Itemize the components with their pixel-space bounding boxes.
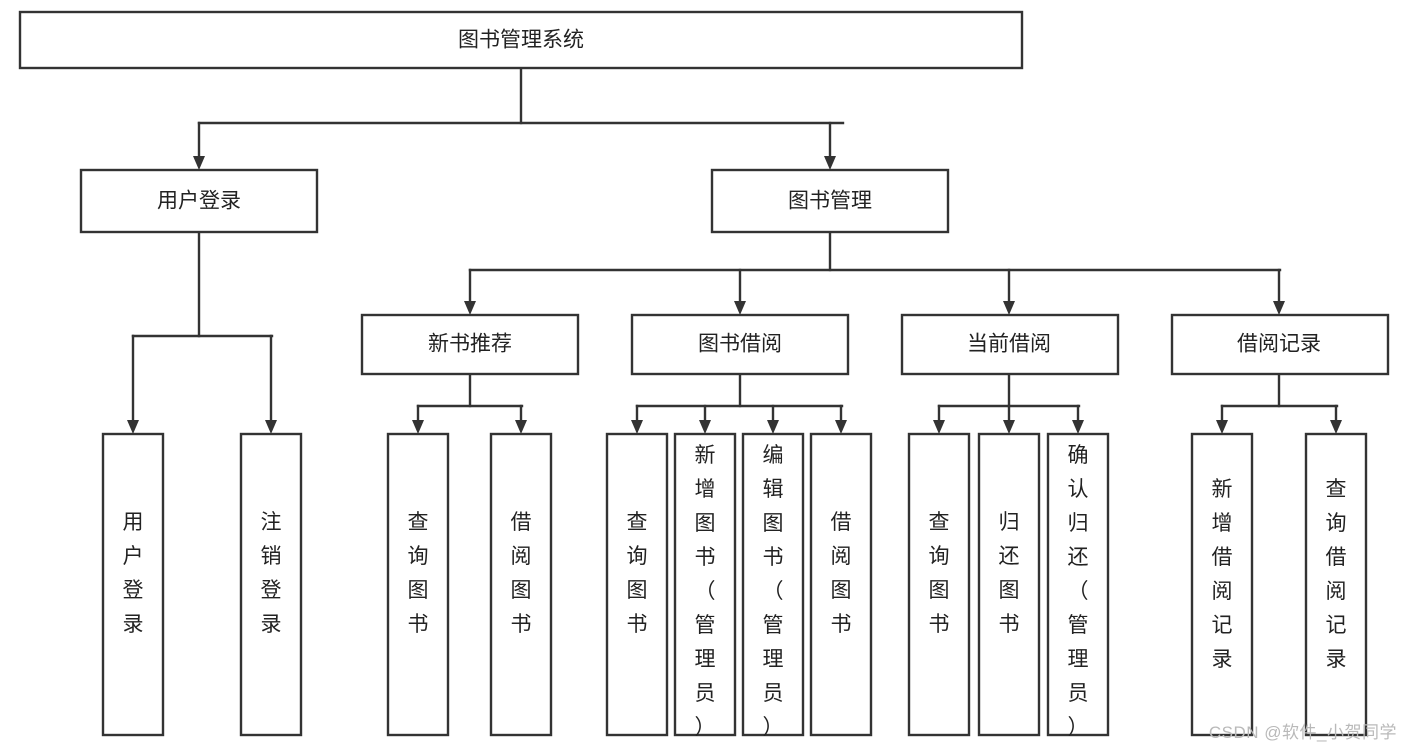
- node-book-manage-box[interactable]: [710, 168, 950, 234]
- leaf-label: 查询借阅记录: [1326, 478, 1347, 671]
- node-user-login-box[interactable]: [79, 168, 319, 234]
- leaf-label: 借阅图书: [511, 511, 532, 636]
- leaf-group-new-book-recommend: 查询图书 借阅图书: [386, 432, 553, 737]
- leaf-box[interactable]: [101, 432, 165, 737]
- arrow-book-borrow-leaf1: [631, 420, 643, 434]
- leaf-label: 借阅图书: [831, 511, 852, 636]
- arrow-current-borrow-leaf2: [1003, 420, 1015, 434]
- arrow-current-borrow-leaf3: [1072, 420, 1084, 434]
- leaf-box[interactable]: [1046, 432, 1110, 737]
- arrow-to-book-manage: [824, 156, 836, 170]
- node-book-manage-label: 图书管理: [788, 190, 872, 213]
- leaf-node[interactable]: 查询图书: [907, 432, 971, 737]
- node-root-label: 图书管理系统: [458, 29, 584, 52]
- node-new-book-recommend-label: 新书推荐: [428, 333, 512, 356]
- leaf-box[interactable]: [1190, 432, 1254, 737]
- leaf-node[interactable]: 编辑图书（管理员）: [741, 432, 805, 739]
- leaf-label: 查询图书: [627, 511, 648, 636]
- arrow-book-borrow-leaf3: [767, 420, 779, 434]
- leaf-label: 归还图书: [999, 511, 1020, 636]
- node-book-borrow-label: 图书借阅: [698, 333, 782, 356]
- leaf-node[interactable]: 查询图书: [386, 432, 450, 737]
- leaf-box[interactable]: [907, 432, 971, 737]
- leaf-box[interactable]: [673, 432, 737, 737]
- leaf-label: 注销登录: [261, 511, 282, 636]
- leaf-label: 用户登录: [123, 511, 144, 636]
- leaf-box[interactable]: [1304, 432, 1368, 737]
- leaf-group-borrow-record: 新增借阅记录 查询借阅记录: [1190, 432, 1368, 737]
- leaf-label: 新增借阅记录: [1212, 478, 1233, 671]
- leaf-label: 新增图书（管理员）: [695, 444, 716, 739]
- leaf-box[interactable]: [386, 432, 450, 737]
- leaf-node[interactable]: 用户登录: [101, 432, 165, 737]
- leaf-node[interactable]: 新增图书（管理员）: [673, 432, 737, 739]
- leaf-box[interactable]: [809, 432, 873, 737]
- arrow-to-book-borrow: [734, 301, 746, 315]
- leaf-label: 确认归还（管理员）: [1068, 444, 1089, 739]
- arrow-new-book-leaf1: [412, 420, 424, 434]
- node-user-login[interactable]: 用户登录: [79, 168, 319, 234]
- arrow-book-borrow-leaf2: [699, 420, 711, 434]
- arrow-book-borrow-leaf4: [835, 420, 847, 434]
- leaf-node[interactable]: 注销登录: [239, 432, 303, 737]
- leaf-group-user-login: 用户登录 注销登录: [101, 432, 303, 737]
- node-borrow-record-label: 借阅记录: [1237, 333, 1321, 356]
- leaf-box[interactable]: [489, 432, 553, 737]
- leaf-node[interactable]: 查询图书: [605, 432, 669, 737]
- arrow-user-login-leaf2: [265, 420, 277, 434]
- arrow-current-borrow-leaf1: [933, 420, 945, 434]
- arrow-new-book-leaf2: [515, 420, 527, 434]
- node-user-login-label: 用户登录: [157, 190, 241, 213]
- arrow-user-login-leaf1: [127, 420, 139, 434]
- node-borrow-record-box[interactable]: [1170, 313, 1390, 376]
- leaf-box[interactable]: [239, 432, 303, 737]
- node-current-borrow-label: 当前借阅: [967, 333, 1051, 356]
- leaf-group-book-borrow: 查询图书 新增图书（管理员） 编辑图书（管理员） 借阅图书: [605, 432, 873, 739]
- leaf-box[interactable]: [977, 432, 1041, 737]
- arrow-to-user-login: [193, 156, 205, 170]
- leaf-node[interactable]: 归还图书: [977, 432, 1041, 737]
- node-root-box[interactable]: [18, 10, 1024, 70]
- node-book-manage[interactable]: 图书管理: [710, 168, 950, 234]
- node-new-book-recommend-box[interactable]: [360, 313, 580, 376]
- leaf-box[interactable]: [741, 432, 805, 737]
- node-new-book-recommend[interactable]: 新书推荐: [360, 313, 580, 376]
- node-root[interactable]: 图书管理系统: [18, 10, 1024, 70]
- leaf-node[interactable]: 查询借阅记录: [1304, 432, 1368, 737]
- node-borrow-record[interactable]: 借阅记录: [1170, 313, 1390, 376]
- leaf-node[interactable]: 借阅图书: [489, 432, 553, 737]
- node-current-borrow-box[interactable]: [900, 313, 1120, 376]
- arrow-to-current-borrow: [1003, 301, 1015, 315]
- arrow-to-borrow-record: [1273, 301, 1285, 315]
- arrow-to-new-book: [464, 301, 476, 315]
- arrow-borrow-record-leaf2: [1330, 420, 1342, 434]
- leaf-label: 编辑图书（管理员）: [763, 444, 784, 739]
- connector-layer: [127, 66, 1342, 434]
- node-book-borrow-box[interactable]: [630, 313, 850, 376]
- leaf-node[interactable]: 借阅图书: [809, 432, 873, 737]
- node-book-borrow[interactable]: 图书借阅: [630, 313, 850, 376]
- leaf-label: 查询图书: [929, 511, 950, 636]
- watermark-text: CSDN @软件_小贺同学: [1208, 723, 1397, 742]
- leaf-label: 查询图书: [408, 511, 429, 636]
- leaf-group-current-borrow: 查询图书 归还图书 确认归还（管理员）: [907, 432, 1110, 739]
- leaf-box[interactable]: [605, 432, 669, 737]
- node-current-borrow[interactable]: 当前借阅: [900, 313, 1120, 376]
- leaf-node[interactable]: 新增借阅记录: [1190, 432, 1254, 737]
- leaf-node[interactable]: 确认归还（管理员）: [1046, 432, 1110, 739]
- arrow-borrow-record-leaf1: [1216, 420, 1228, 434]
